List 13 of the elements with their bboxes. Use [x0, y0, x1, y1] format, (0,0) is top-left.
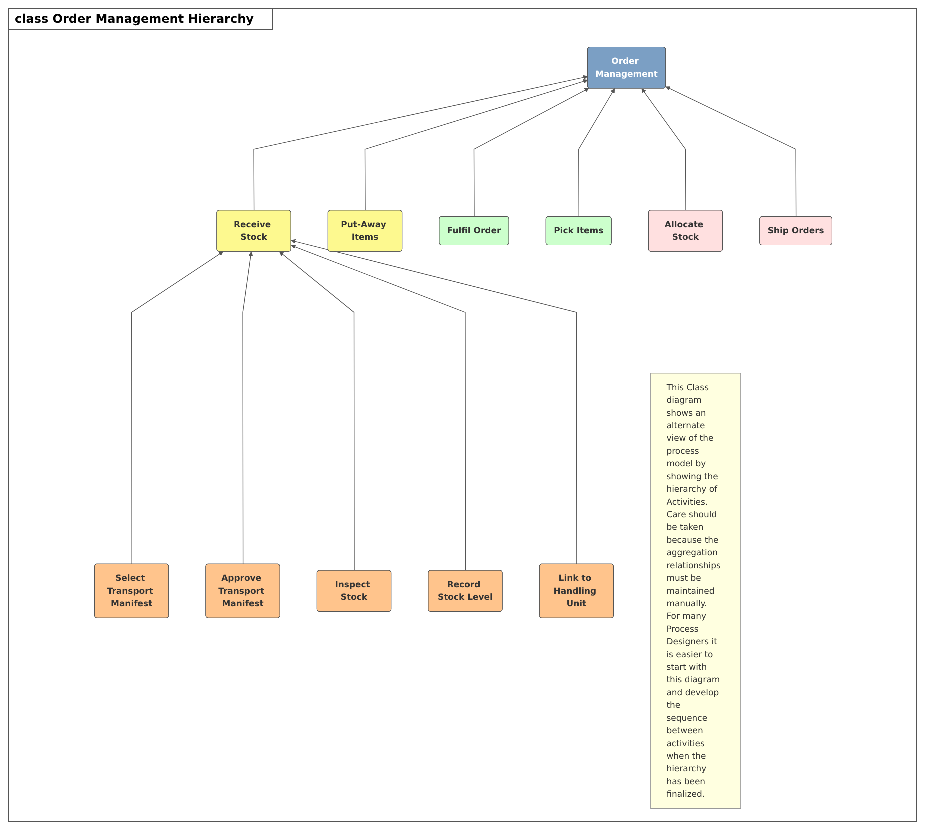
arrow [474, 88, 590, 218]
arrow [131, 252, 224, 565]
arrow [291, 244, 466, 572]
arrow [254, 75, 588, 211]
arrow [642, 88, 686, 211]
arrow [279, 252, 355, 572]
arrow [578, 88, 616, 218]
arrow [242, 252, 254, 565]
arrow [291, 239, 578, 565]
node-box: This Class diagram shows an alternate view of the process model by showing the hierarchy of Activities. Care should be taken because the aggregation relationships must be maintained manually. For many Process Designers it is easier to start with this diagram and develop the sequence between activities when the hierarchy has been finalized. [650, 373, 742, 810]
diagram-title: class Order Management Hierarchy [9, 9, 273, 30]
arrow [364, 79, 588, 211]
arrow [666, 86, 797, 218]
